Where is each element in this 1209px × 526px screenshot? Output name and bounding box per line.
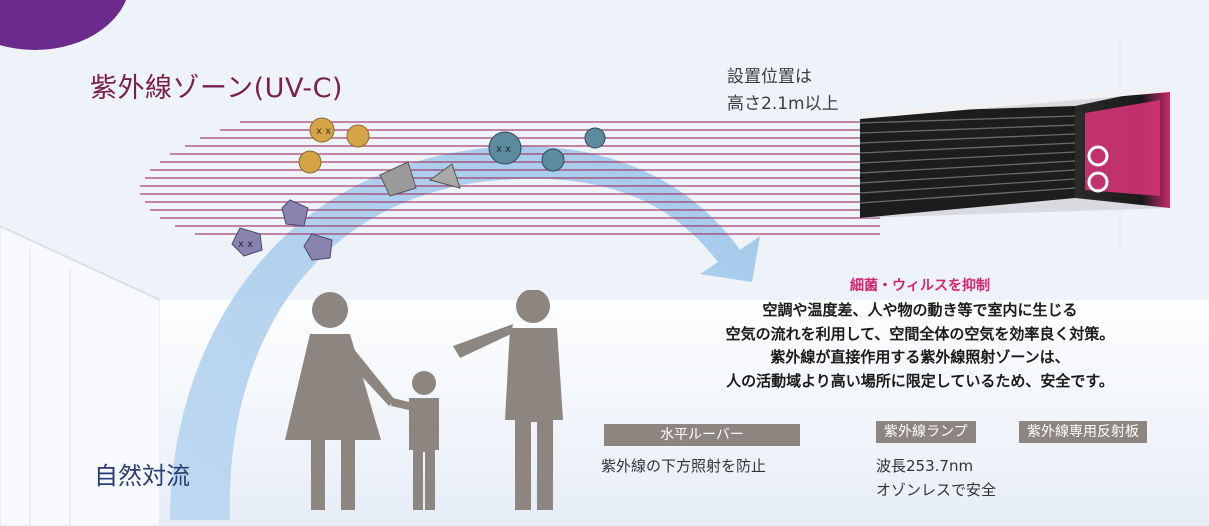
svg-text:x x: x x — [496, 144, 511, 155]
lamp-caption-line: 波長253.7nm — [876, 457, 974, 475]
louver-tag: 水平ルーバー — [604, 424, 800, 446]
feature-line: 空気の流れを利用して、空間全体の空気を効率良く対策。 — [725, 324, 1115, 343]
lamp-caption: 波長253.7nm オゾンレスで安全 — [876, 454, 996, 502]
feature-line: 人の活動域より高い場所に限定しているため、安全です。 — [726, 371, 1114, 390]
feature-description: 細菌・ウィルスを抑制 空調や温度差、人や物の動き等で室内に生じる 空気の流れを利… — [650, 275, 1190, 393]
install-note-line: 設置位置は — [727, 67, 812, 87]
lamp-caption-line: オゾンレスで安全 — [876, 481, 997, 499]
svg-text:x x: x x — [238, 239, 253, 250]
feature-heading: 細菌・ウィルスを抑制 — [850, 278, 990, 294]
svg-text:x x: x x — [316, 126, 331, 137]
uv-device-icon — [859, 86, 1170, 218]
people-group — [285, 290, 563, 510]
virus-purple-icon: x x — [231, 199, 333, 261]
dust-particle-icon — [379, 161, 461, 197]
virus-yellow-icon: x x — [298, 117, 370, 174]
lamp-tag: 紫外線ランプ — [876, 421, 976, 443]
convection-label: 自然対流 — [94, 462, 190, 490]
person-man-icon — [453, 290, 563, 510]
virus-group: x x x x x x — [231, 117, 606, 261]
uv-zone-title: 紫外線ゾーン(UV-C) — [90, 73, 343, 104]
feature-line: 空調や温度差、人や物の動き等で室内に生じる — [762, 301, 1078, 319]
install-note-line: 高さ2.1m以上 — [727, 94, 839, 114]
virus-blue-icon: x x — [488, 127, 606, 172]
install-note: 設置位置は 高さ2.1m以上 — [727, 64, 839, 118]
person-woman-icon — [285, 292, 395, 510]
reflector-tag: 紫外線専用反射板 — [1019, 421, 1147, 443]
louver-caption: 紫外線の下方照射を防止 — [601, 457, 767, 475]
feature-line: 紫外線が直接作用する紫外線照射ゾーンは、 — [770, 348, 1070, 366]
person-child-icon — [391, 371, 439, 510]
